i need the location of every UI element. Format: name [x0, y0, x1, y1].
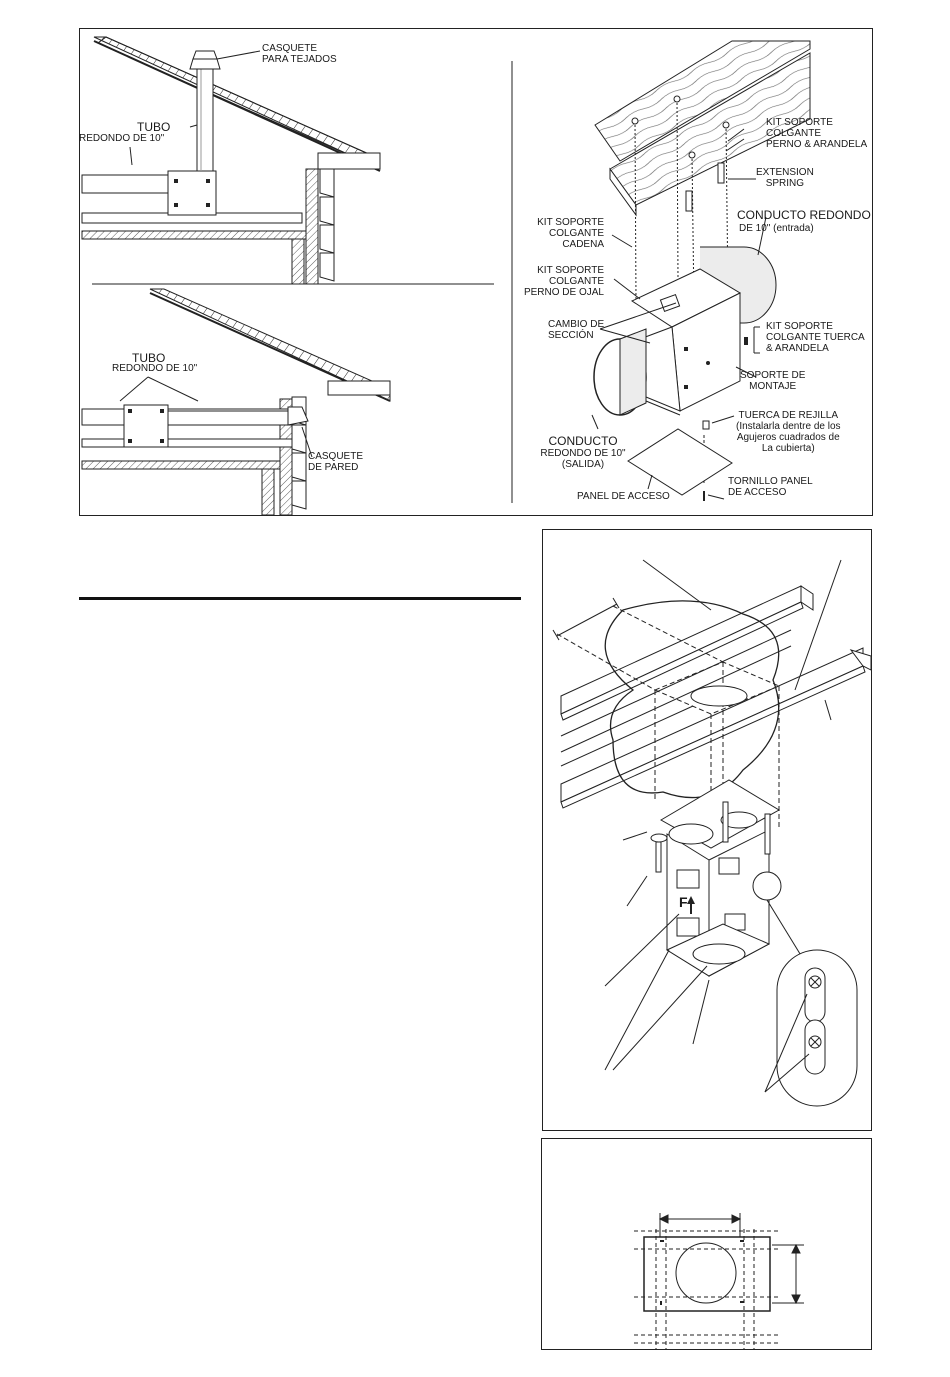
wall-pipe-title: TUBO — [132, 351, 166, 365]
label-line: COLGANTE — [766, 128, 822, 139]
hanger-bolt-washer-label: KIT SOPORTE COLGANTE PERNO & ARANDELA — [766, 117, 867, 150]
access-panel-screw-label: TORNILLO PANEL DE ACCESO — [728, 476, 813, 498]
installation-diagrams-drawing — [81, 36, 811, 515]
outlet-duct-size: REDONDO DE 10" (SALIDA) — [538, 448, 628, 470]
access-panel-label: PANEL DE ACCESO — [577, 491, 670, 502]
inlet-duct-size: DE 10" (entrada) — [739, 223, 814, 234]
label-line: La cubierta) — [761, 443, 815, 454]
label-line: CAMBIO DE — [548, 319, 605, 330]
mounting-template-drawing — [634, 1213, 804, 1349]
label-line: COLGANTE — [548, 276, 604, 287]
template-panel — [541, 1138, 872, 1350]
label-line: PERNO DE OJAL — [523, 287, 604, 298]
label-line: KIT SOPORTE — [537, 265, 604, 276]
roof-pipe-size: REDONDO DE 10" — [79, 133, 165, 144]
label-line: EXTENSION — [756, 167, 814, 178]
label-line: SOPORTE DE — [740, 370, 806, 381]
section-rule — [79, 597, 521, 600]
mounting-bracket-label: SOPORTE DE MONTAJE — [740, 370, 805, 392]
label-line: (Instalarla dentre de los — [736, 421, 841, 432]
label-line: KIT SOPORTE — [766, 117, 833, 128]
label-line: KIT SOPORTE — [537, 217, 604, 228]
label-line: SPRING — [765, 178, 805, 189]
label-line: TORNILLO PANEL — [728, 476, 813, 487]
roof-cap-label-line: PARA TEJADOS — [262, 54, 337, 65]
label-line: (SALIDA) — [561, 459, 605, 470]
roof-cap-label: CASQUETE PARA TEJADOS — [262, 43, 337, 65]
extension-spring-label: EXTENSION SPRING — [756, 167, 814, 189]
inlet-duct-title: CONDUCTO REDONDO — [737, 208, 871, 222]
label-line: PERNO & ARANDELA — [766, 139, 868, 150]
wall-cap-label-line: CASQUETE — [308, 451, 364, 462]
label-line: TUERCA DE REJILLA — [738, 410, 838, 421]
label-line: CADENA — [562, 239, 604, 250]
label-line: COLGANTE TUERCA — [766, 332, 865, 343]
exploded-fan-assembly — [591, 40, 811, 501]
label-line: KIT SOPORTE — [766, 321, 833, 332]
airflow-mark: F — [679, 894, 688, 910]
spacing-dimension — [552, 597, 620, 641]
grille-nut-label: TUERCA DE REJILLA (Instalarla dentre de … — [736, 410, 841, 454]
roof-cap-label-line: CASQUETE — [262, 43, 318, 54]
section-change-label: CAMBIO DE SECCIÓN — [548, 319, 604, 341]
wall-cap-label: CASQUETE DE PARED — [308, 451, 363, 473]
label-line: & ARANDELA — [766, 343, 829, 354]
label-line: Agujeros cuadrados de — [736, 432, 840, 443]
mounting-installation-drawing — [552, 559, 871, 1107]
label-line: COLGANTE — [548, 228, 604, 239]
roof-pipe-title: TUBO — [137, 120, 171, 134]
ceiling-joists — [560, 585, 871, 809]
label-line: DE ACCESO — [728, 487, 787, 498]
wall-cap-diagram — [81, 288, 391, 515]
label-line: SECCIÓN — [548, 330, 594, 341]
fan-housing — [659, 779, 780, 977]
mounting-installation-panel: F — [542, 529, 872, 1131]
label-line: REDONDO DE 10" — [540, 448, 626, 459]
hanger-eye-bolt-label: KIT SOPORTE COLGANTE PERNO DE OJAL — [516, 265, 604, 298]
hanger-chain-label: KIT SOPORTE COLGANTE CADENA — [526, 217, 604, 250]
wall-pipe-size: REDONDO DE 10" — [112, 363, 198, 374]
label-line: MONTAJE — [749, 381, 797, 392]
wall-cap-label-line: DE PARED — [308, 462, 359, 473]
hanger-nut-washer-label: KIT SOPORTE COLGANTE TUERCA & ARANDELA — [766, 321, 865, 354]
roof-cap-diagram — [81, 36, 381, 285]
outlet-duct-title: CONDUCTO — [548, 434, 618, 448]
installation-diagrams-panel: CASQUETE PARA TEJADOS TUBO REDONDO DE 10… — [79, 28, 873, 516]
